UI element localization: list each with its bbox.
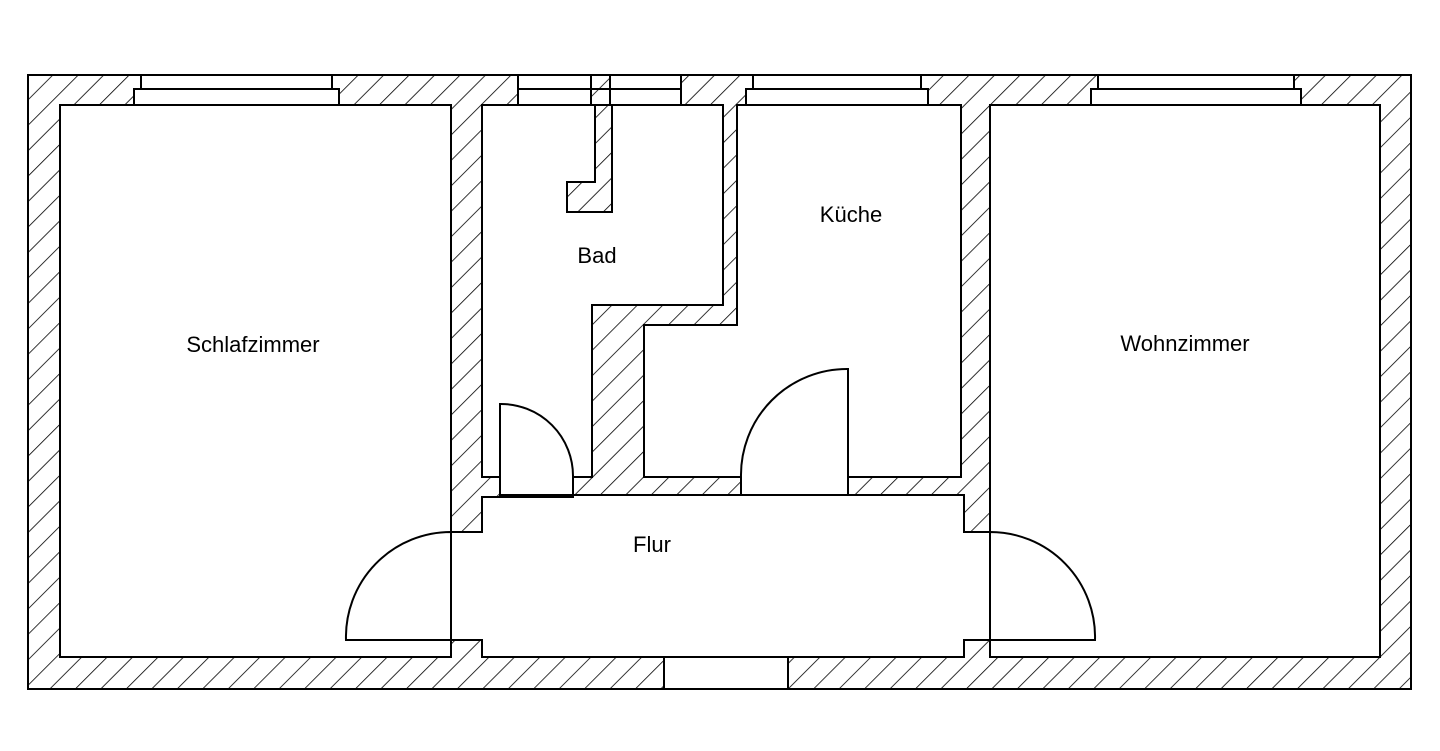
walls xyxy=(27,74,1412,690)
door-bad xyxy=(499,402,575,496)
room-label-bad: Bad xyxy=(577,243,616,268)
door-schlafzimmer xyxy=(344,530,452,641)
door-kueche xyxy=(739,367,849,496)
room-label-schlafzimmer: Schlafzimmer xyxy=(186,332,319,357)
doors xyxy=(344,367,1097,641)
window-schlafzimmer xyxy=(133,74,340,106)
window-kueche xyxy=(745,74,929,106)
room-label-wohnzimmer: Wohnzimmer xyxy=(1120,331,1249,356)
bad-shaft xyxy=(590,74,611,106)
door-wohnzimmer xyxy=(989,530,1097,641)
room-label-flur: Flur xyxy=(633,532,671,557)
room-label-kueche: Küche xyxy=(820,202,882,227)
windows-top xyxy=(133,74,1302,106)
entrance-opening xyxy=(663,656,789,690)
window-wohnzimmer xyxy=(1090,74,1302,106)
